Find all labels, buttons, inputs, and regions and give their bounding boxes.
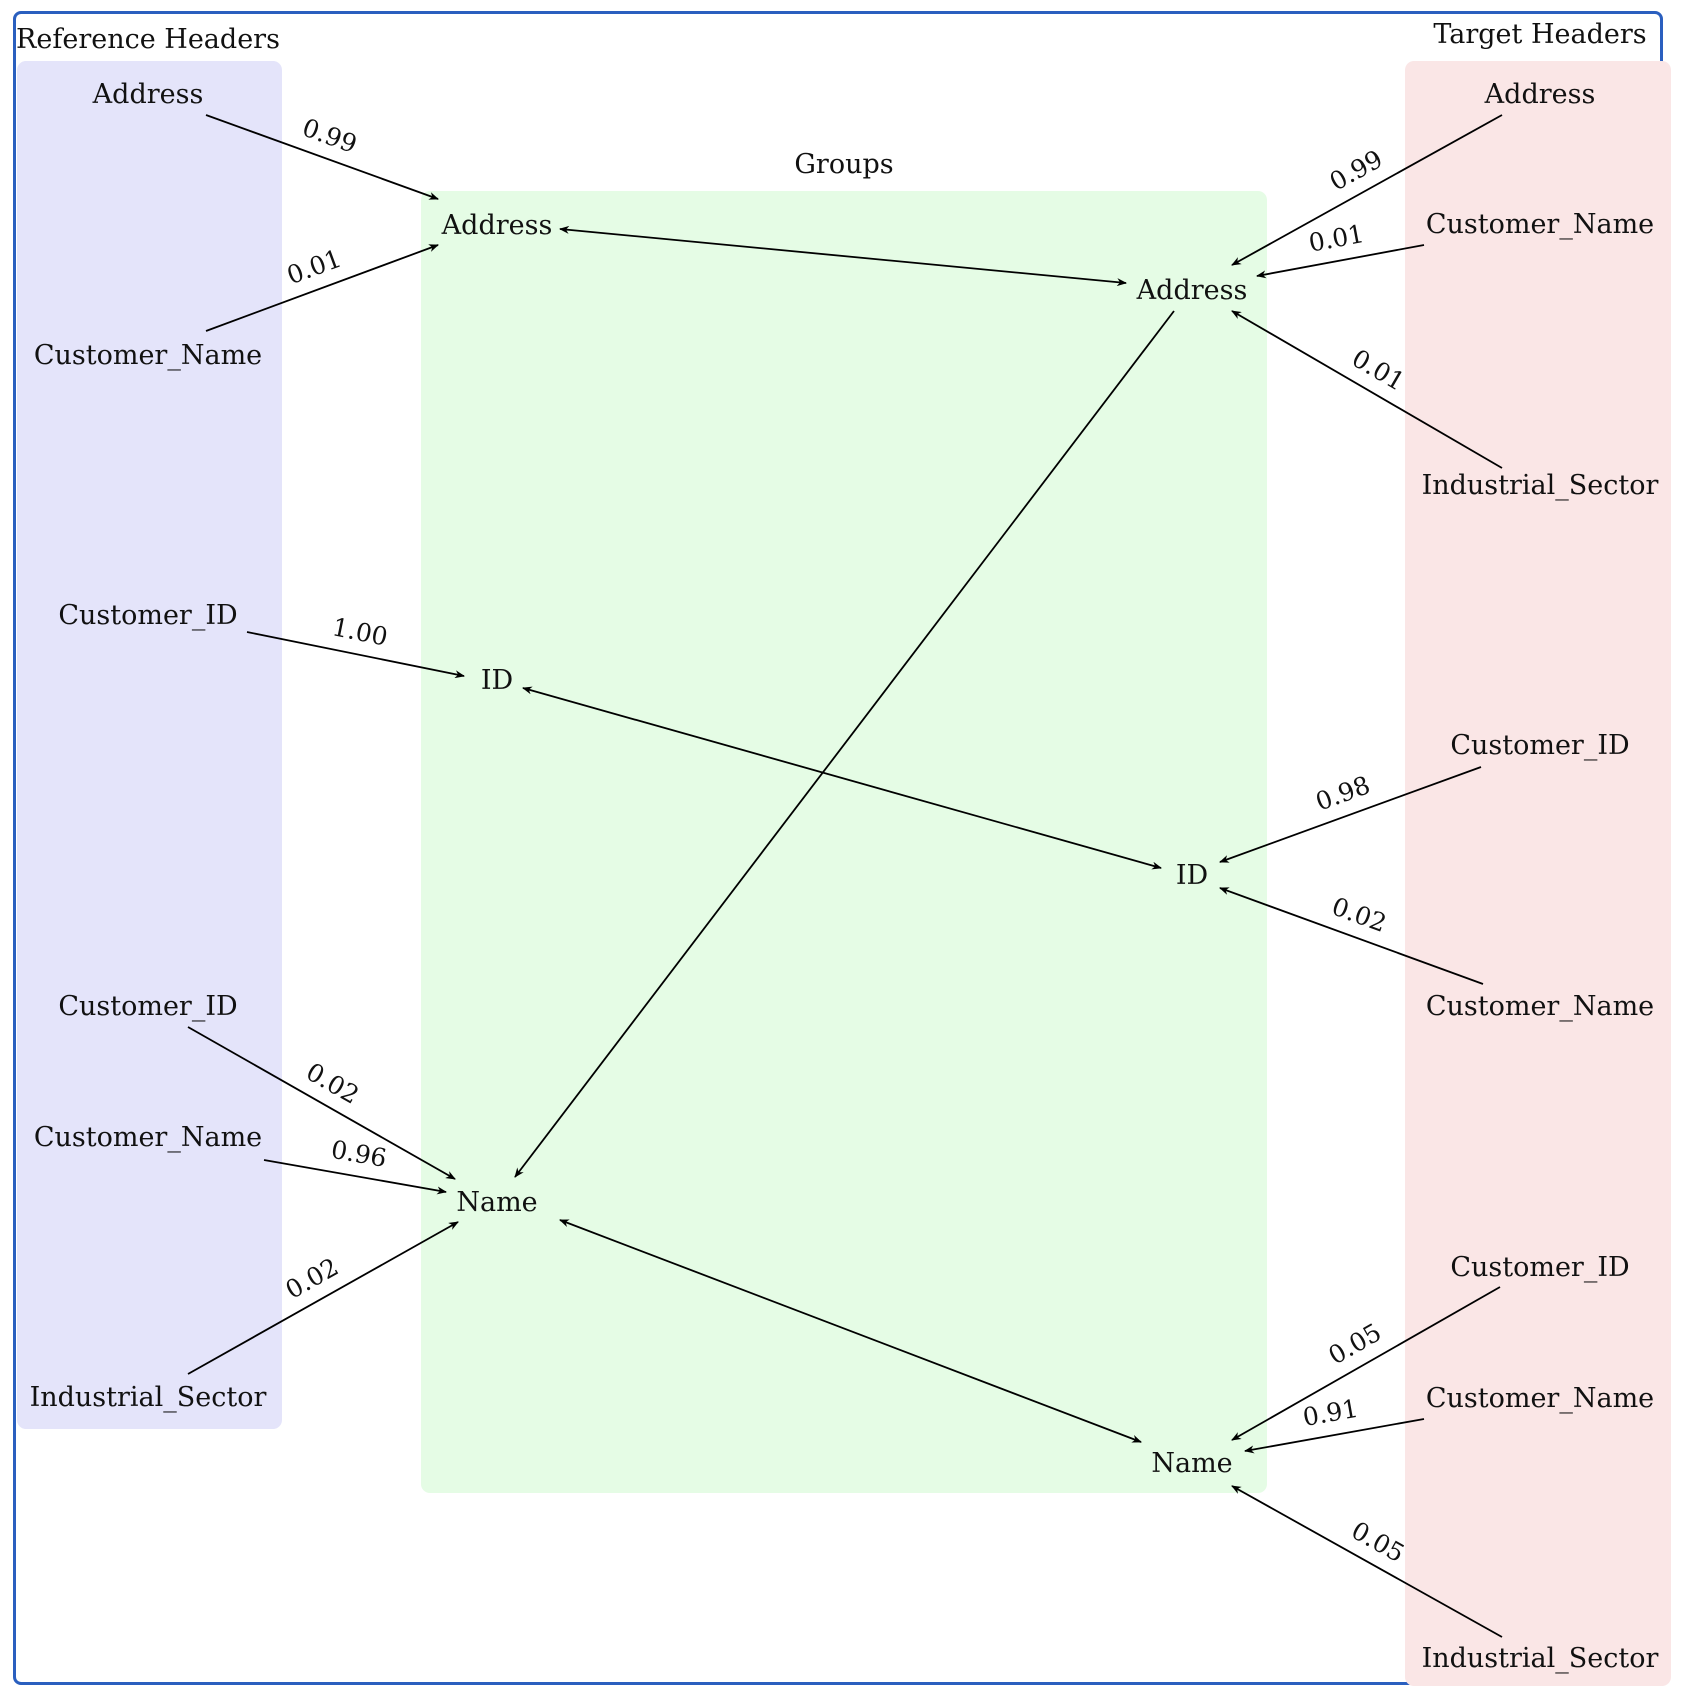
edge-r1-gl1 <box>205 114 439 200</box>
edge-weight-label: 0.01 <box>1306 219 1366 258</box>
edge-weight-label: 1.00 <box>330 612 390 651</box>
edge-weight-label: 0.05 <box>1324 1318 1387 1371</box>
node-customer-name: Customer_Name <box>34 340 262 371</box>
node-customer-name: Customer_Name <box>1426 209 1654 240</box>
node-address: Address <box>1484 79 1596 110</box>
node-name: Name <box>1151 1448 1232 1479</box>
reference-panel <box>17 61 282 1429</box>
edge-weight-label: 0.02 <box>301 1057 364 1110</box>
node-industrial-sector: Industrial_Sector <box>1422 1643 1659 1674</box>
edge-t7-gr3 <box>1244 1418 1425 1454</box>
node-customer-name: Customer_Name <box>1426 991 1654 1022</box>
edge-t3-gr1 <box>1231 310 1503 469</box>
groups-panel <box>421 191 1267 1493</box>
node-address: Address <box>441 210 553 241</box>
edge-weight-label: 0.05 <box>1347 1516 1410 1568</box>
group-link-gl1-gr1 <box>559 225 1127 287</box>
edge-r3-gl2 <box>246 631 465 679</box>
node-customer-name: Customer_Name <box>1426 1383 1654 1414</box>
edge-r5-gl3 <box>263 1159 447 1195</box>
nodes-layer: AddressCustomer_NameCustomer_IDCustomer_… <box>30 79 1659 1674</box>
group-link-gl2-gr2 <box>522 686 1162 870</box>
edge-weight-label: 0.01 <box>1347 344 1410 397</box>
edge-weight-label: 0.96 <box>329 1135 389 1173</box>
node-id: ID <box>481 665 513 696</box>
edge-r2-gl1 <box>205 244 439 332</box>
groups-panel-title: Groups <box>794 149 893 180</box>
node-name: Name <box>456 1187 537 1218</box>
edge-t4-gr2 <box>1219 766 1482 863</box>
node-industrial-sector: Industrial_Sector <box>1422 470 1659 501</box>
node-id: ID <box>1176 860 1208 891</box>
target-panel <box>1405 61 1671 1686</box>
edge-t2-gr1 <box>1256 244 1425 279</box>
node-customer-id: Customer_ID <box>58 600 237 631</box>
edge-t8-gr3 <box>1231 1485 1503 1638</box>
group-link-gr1-gl3 <box>514 310 1175 1178</box>
reference-panel-title: Reference Headers <box>16 24 280 55</box>
node-customer-id: Customer_ID <box>1450 730 1629 761</box>
node-address: Address <box>92 79 204 110</box>
edge-r4-gl3 <box>187 1026 456 1180</box>
node-industrial-sector: Industrial_Sector <box>30 1382 267 1413</box>
node-address: Address <box>1136 275 1248 306</box>
edge-t6-gr3 <box>1231 1286 1501 1441</box>
edge-weight-label: 0.99 <box>1325 144 1388 196</box>
target-panel-title: Target Headers <box>1433 19 1646 50</box>
group-link-gl3-gr3 <box>559 1219 1142 1443</box>
node-customer-id: Customer_ID <box>58 991 237 1022</box>
edge-weight-label: 0.02 <box>281 1252 344 1305</box>
edge-t5-gr2 <box>1219 887 1484 985</box>
edge-r6-gl3 <box>187 1221 459 1375</box>
node-customer-id: Customer_ID <box>1450 1252 1629 1283</box>
edge-t1-gr1 <box>1231 114 1503 266</box>
node-customer-name: Customer_Name <box>34 1122 262 1153</box>
edge-weight-label: 0.91 <box>1301 1394 1361 1432</box>
